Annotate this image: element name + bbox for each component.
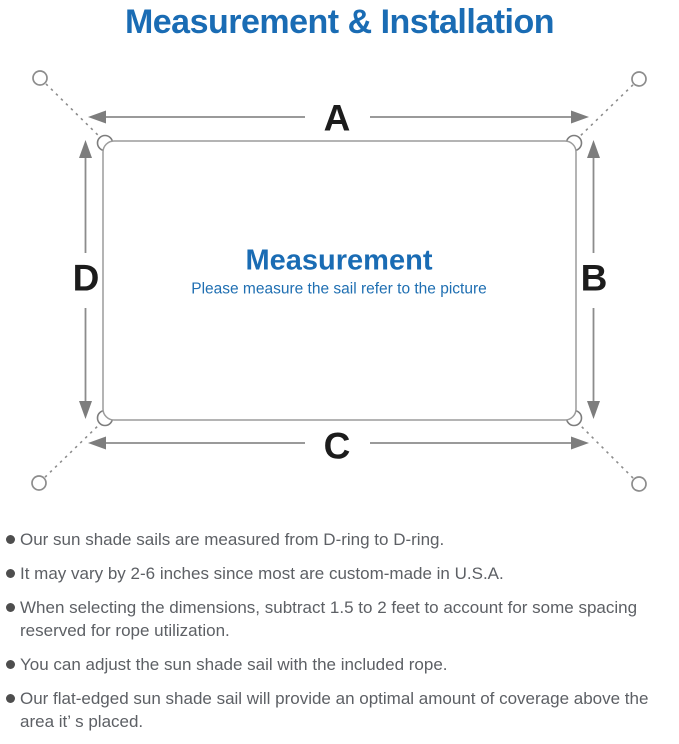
page-title: Measurement & Installation [124,3,555,41]
list-item: Our sun shade sails are measured from D-… [6,528,673,551]
bullet-icon [6,660,15,669]
bullet-icon [6,535,15,544]
sail-outline [102,140,577,421]
rope-bottom-right [574,419,639,484]
side-label-d: D [73,257,100,298]
bullet-icon [6,569,15,578]
note-text: When selecting the dimensions, subtract … [20,598,638,640]
measure-arrow-c [88,436,589,450]
note-text: It may vary by 2-6 inches since most are… [20,564,504,583]
measurement-diagram: A B C D Measurement Please measure the s… [31,70,647,492]
list-item: Our flat-edged sun shade sail will provi… [6,687,673,733]
rope-dashed-lines [39,78,639,484]
bullet-icon [6,694,15,703]
measure-arrows [79,110,600,450]
rope-top-left [40,78,105,142]
measure-arrow-d [79,140,92,419]
rope-bottom-left [39,419,105,483]
diagram-center-title: Measurement [246,244,433,276]
note-text: Our sun shade sails are measured from D-… [20,530,445,549]
list-item: You can adjust the sun shade sail with t… [6,653,673,676]
anchor-point-icon [32,70,48,86]
bullet-icon [6,603,15,612]
diagram-center-subtitle: Please measure the sail refer to the pic… [191,281,487,298]
anchor-point-icon [31,475,47,491]
list-item: When selecting the dimensions, subtract … [6,596,673,642]
notes-list: Our sun shade sails are measured from D-… [6,528,673,744]
side-label-c: C [324,425,351,466]
side-label-a: A [324,97,351,138]
list-item: It may vary by 2-6 inches since most are… [6,562,673,585]
anchor-point-icon [631,71,647,87]
side-label-b: B [581,257,608,298]
rope-top-right [574,79,639,142]
measure-arrow-a [88,110,589,124]
note-text: You can adjust the sun shade sail with t… [20,655,448,674]
note-text: Our flat-edged sun shade sail will provi… [20,689,649,731]
measure-arrow-b [587,140,600,419]
anchor-points [31,70,647,492]
anchor-point-icon [631,476,647,492]
